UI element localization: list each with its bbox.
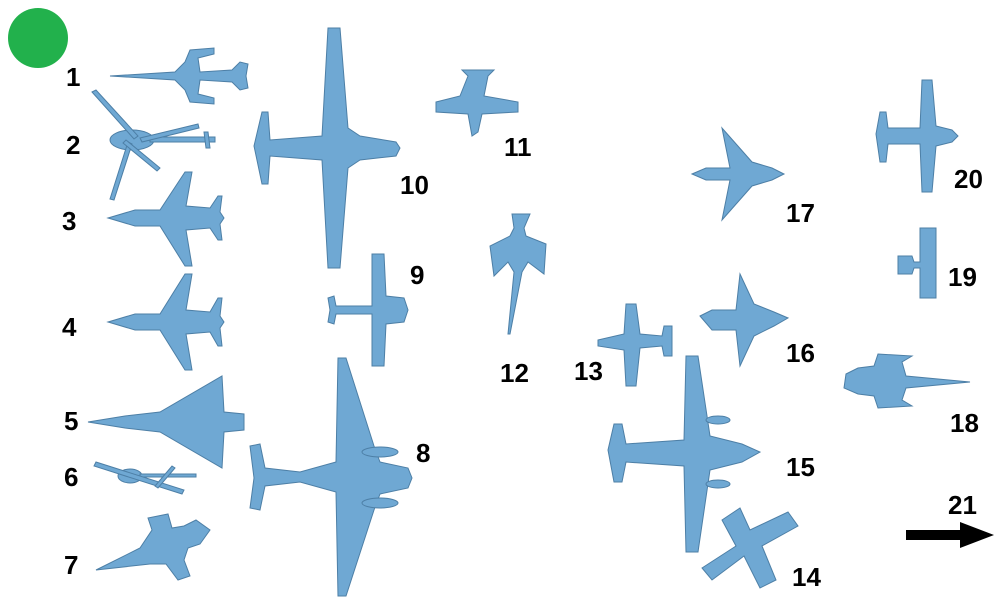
label-14: 14: [792, 562, 821, 592]
green-circle-icon: [8, 8, 68, 68]
label-15: 15: [786, 452, 815, 482]
label-5: 5: [64, 406, 78, 436]
label-3: 3: [62, 206, 76, 236]
label-1: 1: [66, 62, 80, 92]
aircraft-16: [699, 272, 790, 368]
label-2: 2: [66, 130, 80, 160]
label-19: 19: [948, 262, 977, 292]
label-21: 21: [948, 490, 977, 520]
aircraft-13: [597, 303, 673, 387]
aircraft-17: [690, 126, 786, 222]
aircraft-14: [701, 507, 799, 589]
aircraft-6: [93, 461, 197, 495]
label-17: 17: [786, 198, 815, 228]
label-16: 16: [786, 338, 815, 368]
aircraft-8: [249, 357, 413, 597]
aircraft-1: [109, 47, 249, 105]
aircraft-11: [435, 69, 519, 137]
label-13: 13: [574, 356, 603, 386]
label-20: 20: [954, 164, 983, 194]
aircraft-10: [253, 27, 401, 269]
aircraft-15: [607, 355, 762, 553]
label-8: 8: [416, 438, 430, 468]
label-9: 9: [410, 260, 424, 290]
aircraft-9: [327, 253, 409, 367]
aircraft-4: [106, 273, 225, 371]
right-arrow-icon: [906, 522, 994, 548]
label-10: 10: [400, 170, 429, 200]
label-12: 12: [500, 358, 529, 388]
aircraft-19: [897, 227, 937, 299]
aircraft-20: [875, 79, 959, 193]
aircraft-5: [87, 375, 245, 469]
label-18: 18: [950, 408, 979, 438]
label-11: 11: [504, 132, 532, 162]
label-6: 6: [64, 462, 78, 492]
aircraft-3: [106, 171, 225, 267]
aircraft-7: [95, 513, 211, 581]
label-4: 4: [62, 312, 77, 342]
aircraft-12: [489, 213, 547, 335]
aircraft-2: [91, 89, 216, 201]
label-7: 7: [64, 550, 78, 580]
aircraft-18: [843, 353, 971, 409]
